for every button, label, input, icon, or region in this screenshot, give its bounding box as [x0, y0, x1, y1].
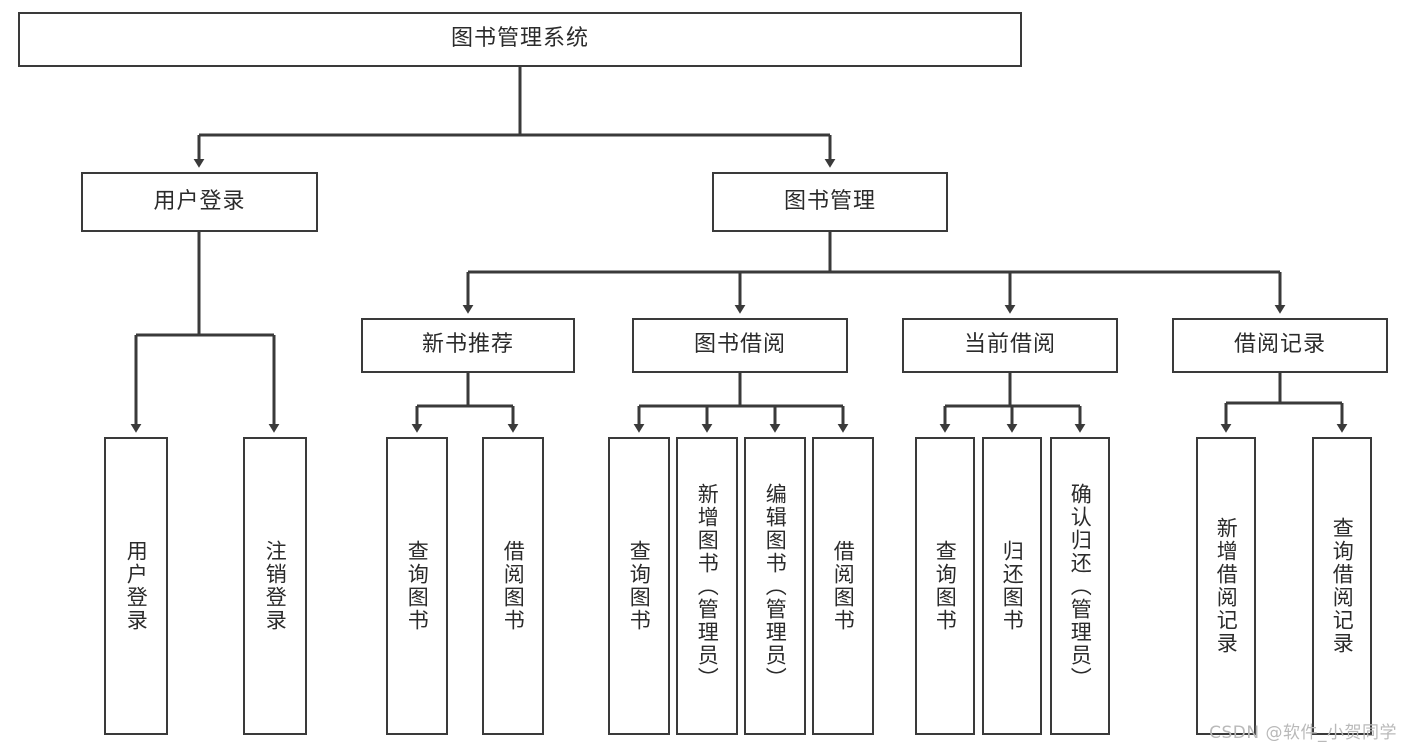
node-label: 新增借阅记录: [1214, 517, 1239, 655]
leaf-book-borrow-edit-book-admin[interactable]: 编辑图书（管理员）: [744, 437, 806, 735]
leaf-book-borrow-add-book-admin[interactable]: 新增图书（管理员）: [676, 437, 738, 735]
node-label: 查询借阅记录: [1330, 517, 1355, 655]
node-new-book-recommendation[interactable]: 新书推荐: [361, 318, 575, 373]
node-label: 新书推荐: [421, 332, 514, 358]
node-label: 借阅图书: [501, 540, 526, 632]
node-label: 编辑图书（管理员）: [763, 482, 788, 690]
node-label: 图书管理: [783, 188, 876, 214]
node-root-book-management-system[interactable]: 图书管理系统: [18, 12, 1022, 67]
leaf-book-borrow-query-books[interactable]: 查询图书: [608, 437, 670, 735]
node-label: 查询图书: [405, 540, 430, 632]
node-user-login[interactable]: 用户登录: [81, 172, 318, 232]
leaf-logout[interactable]: 注销登录: [243, 437, 307, 735]
leaf-user-login[interactable]: 用户登录: [104, 437, 168, 735]
leaf-current-borrow-return-books[interactable]: 归还图书: [982, 437, 1042, 735]
leaf-book-borrow-borrow-books[interactable]: 借阅图书: [812, 437, 874, 735]
node-label: 图书借阅: [693, 332, 786, 358]
node-label: 当前借阅: [963, 332, 1056, 358]
node-label: 确认归还（管理员）: [1068, 482, 1093, 690]
node-current-borrowing[interactable]: 当前借阅: [902, 318, 1118, 373]
node-label: 用户登录: [153, 188, 246, 214]
node-label: 注销登录: [263, 540, 288, 632]
node-book-management[interactable]: 图书管理: [712, 172, 948, 232]
leaf-new-book-borrow-books[interactable]: 借阅图书: [482, 437, 544, 735]
node-borrowing-records[interactable]: 借阅记录: [1172, 318, 1388, 373]
node-label: 图书管理系统: [450, 26, 589, 52]
node-label: 新增图书（管理员）: [695, 482, 720, 690]
leaf-current-borrow-confirm-return-admin[interactable]: 确认归还（管理员）: [1050, 437, 1110, 735]
node-label: 借阅记录: [1233, 332, 1326, 358]
leaf-borrow-record-query-record[interactable]: 查询借阅记录: [1312, 437, 1372, 735]
node-label: 查询图书: [627, 540, 652, 632]
leaf-new-book-query-books[interactable]: 查询图书: [386, 437, 448, 735]
node-label: 用户登录: [124, 540, 149, 632]
leaf-current-borrow-query-books[interactable]: 查询图书: [915, 437, 975, 735]
node-label: 借阅图书: [831, 540, 856, 632]
node-book-borrowing[interactable]: 图书借阅: [632, 318, 848, 373]
node-label: 查询图书: [933, 540, 958, 632]
csdn-watermark: CSDN @软件_小贺同学: [1209, 723, 1397, 743]
node-label: 归还图书: [1000, 540, 1025, 632]
leaf-borrow-record-add-record[interactable]: 新增借阅记录: [1196, 437, 1256, 735]
